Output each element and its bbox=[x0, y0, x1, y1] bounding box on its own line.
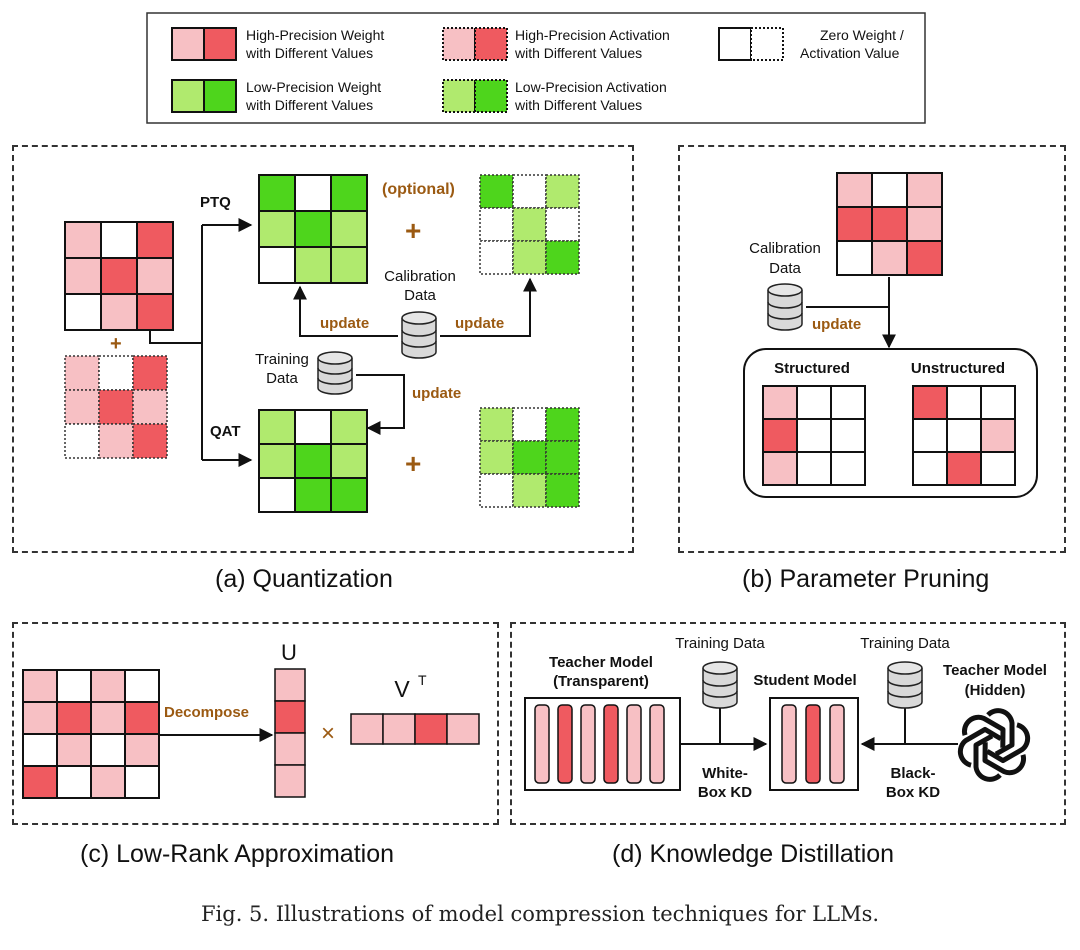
structured-matrix bbox=[762, 385, 866, 486]
legend-low-precision-activation-swatch bbox=[442, 79, 508, 113]
caption-distillation: (d) Knowledge Distillation bbox=[612, 840, 895, 868]
calibration-data-label: Calibration bbox=[384, 268, 456, 285]
diagram-canvas: High-Precision Weight with Different Val… bbox=[22, 12, 1047, 801]
hp-activation-matrix bbox=[64, 355, 168, 459]
legend-label: with Different Values bbox=[514, 45, 642, 61]
vt-superscript: T bbox=[418, 672, 427, 688]
ptq-weight-matrix bbox=[258, 174, 368, 284]
unstructured-label: Unstructured bbox=[911, 360, 1005, 377]
teacher-transparent-layers bbox=[557, 704, 665, 784]
ptq-activation-matrix bbox=[479, 174, 580, 275]
lowrank-weight-matrix bbox=[22, 669, 160, 799]
update-arrow bbox=[356, 374, 405, 435]
legend-label: Zero Weight / bbox=[820, 27, 904, 43]
calibration-data-label: Data bbox=[769, 260, 801, 277]
legend-zero-value-swatch bbox=[718, 27, 784, 61]
teacher-hidden-label: (Hidden) bbox=[965, 682, 1026, 699]
u-vector bbox=[274, 668, 306, 798]
training-data-label: Training bbox=[255, 351, 309, 368]
u-label: U bbox=[281, 640, 297, 665]
unstructured-matrix bbox=[912, 385, 1016, 486]
whitebox-kd-label: White- bbox=[702, 765, 748, 782]
database-icon bbox=[702, 661, 738, 709]
update-label: update bbox=[812, 316, 861, 333]
database-icon bbox=[401, 311, 437, 359]
qat-activation-matrix bbox=[479, 407, 580, 508]
database-icon bbox=[317, 351, 353, 395]
calibration-data-label: Calibration bbox=[749, 240, 821, 257]
vt-vector bbox=[350, 713, 480, 745]
whitebox-kd-label: Box KD bbox=[698, 784, 752, 801]
figure-caption: Fig. 5. Illustrations of model compressi… bbox=[200, 902, 880, 926]
plus-sign: + bbox=[405, 448, 421, 479]
pruning-weight-matrix bbox=[836, 172, 943, 276]
branch-connectors bbox=[149, 218, 253, 467]
optional-label: (optional) bbox=[382, 181, 455, 198]
training-data-label: Training Data bbox=[860, 635, 950, 652]
times-sign: × bbox=[321, 720, 335, 747]
decompose-label: Decompose bbox=[164, 704, 249, 721]
caption-quantization: (a) Quantization bbox=[215, 565, 393, 593]
panel-pruning-frame bbox=[678, 145, 1066, 553]
legend-high-precision-weight-swatch bbox=[171, 27, 237, 61]
teacher-transparent-layers bbox=[534, 704, 550, 784]
update-label: update bbox=[412, 385, 461, 402]
structured-label: Structured bbox=[774, 360, 850, 377]
ptq-label: PTQ bbox=[200, 194, 231, 211]
panel-distillation-frame bbox=[510, 622, 1066, 825]
caption-lowrank: (c) Low-Rank Approximation bbox=[80, 840, 395, 868]
database-icon bbox=[767, 283, 803, 331]
legend-high-precision-activation-swatch bbox=[442, 27, 508, 61]
calibration-data-label: Data bbox=[404, 287, 436, 304]
legend-label: Low-Precision Weight bbox=[246, 79, 381, 95]
update-arrows bbox=[293, 277, 537, 337]
legend-label: with Different Values bbox=[245, 97, 373, 113]
plus-sign: + bbox=[405, 215, 421, 246]
distillation-arrows bbox=[681, 708, 958, 751]
teacher-hidden-label: Teacher Model bbox=[943, 662, 1047, 679]
training-data-label: Training Data bbox=[675, 635, 765, 652]
pruning-arrows bbox=[806, 277, 896, 349]
legend-label: Activation Value bbox=[800, 45, 900, 61]
legend-label: with Different Values bbox=[514, 97, 642, 113]
qat-weight-matrix bbox=[258, 409, 368, 513]
database-icon bbox=[887, 661, 923, 709]
update-label: update bbox=[455, 315, 504, 332]
legend-label: Low-Precision Activation bbox=[515, 79, 667, 95]
teacher-transparent-label: Teacher Model bbox=[549, 654, 653, 671]
plus-sign: + bbox=[110, 333, 122, 355]
student-model-layers bbox=[781, 704, 845, 784]
training-data-label: Data bbox=[266, 370, 298, 387]
update-label: update bbox=[320, 315, 369, 332]
legend-label: with Different Values bbox=[245, 45, 373, 61]
legend-label: High-Precision Activation bbox=[515, 27, 670, 43]
teacher-transparent-label: (Transparent) bbox=[553, 673, 649, 690]
vt-label: V bbox=[394, 676, 410, 702]
qat-label: QAT bbox=[210, 423, 241, 440]
caption-pruning: (b) Parameter Pruning bbox=[742, 565, 990, 593]
blackbox-kd-label: Black- bbox=[890, 765, 935, 782]
panel-lowrank-frame bbox=[12, 622, 499, 825]
blackbox-kd-label: Box KD bbox=[886, 784, 940, 801]
hp-weight-matrix bbox=[64, 221, 174, 331]
legend-box bbox=[146, 12, 926, 124]
panel-quantization-frame bbox=[12, 145, 634, 553]
student-model-label: Student Model bbox=[753, 672, 856, 689]
hidden-teacher-logo-icon bbox=[957, 708, 1031, 782]
legend-label: High-Precision Weight bbox=[246, 27, 384, 43]
legend-low-precision-weight-swatch bbox=[171, 79, 237, 113]
